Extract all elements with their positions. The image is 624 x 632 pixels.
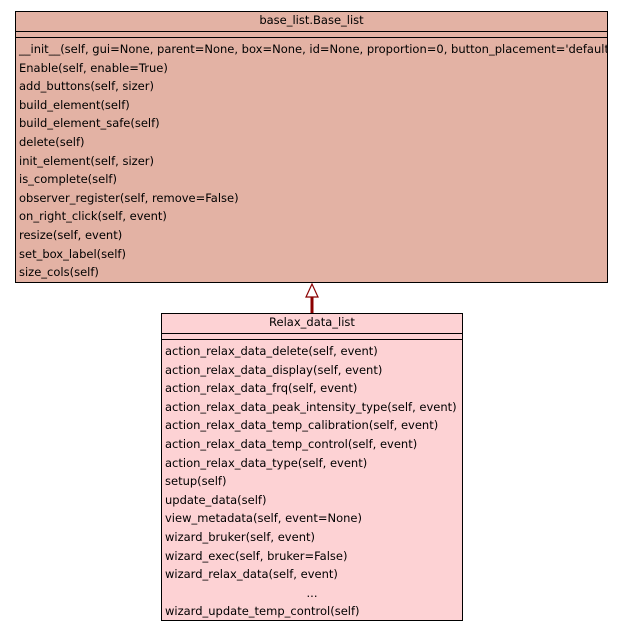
method-item: action_relax_data_frq(self, event)	[165, 381, 358, 396]
method-item: build_element_safe(self)	[19, 116, 160, 131]
method-item: resize(self, event)	[19, 227, 123, 242]
method-item: action_relax_data_delete(self, event)	[165, 344, 378, 358]
method-item: Enable(self, enable=True)	[19, 60, 168, 75]
inheritance-arrowhead	[305, 282, 319, 298]
method-item: wizard_relax_data(self, event)	[165, 567, 338, 582]
method-item: add_buttons(self, sizer)	[19, 79, 154, 94]
method-item: wizard_bruker(self, event)	[165, 529, 315, 544]
base-class-attributes	[16, 32, 607, 38]
method-item: action_relax_data_type(self, event)	[165, 455, 368, 470]
relax-data-list-class-box: Relax_data_list action_relax_data_delete…	[161, 313, 463, 621]
method-item: on_right_click(self, event)	[19, 209, 167, 224]
method-item: setup(self)	[165, 474, 227, 489]
derived-class-methods: action_relax_data_delete(self, event) act…	[162, 340, 462, 621]
method-item: wizard_exec(self, bruker=False)	[165, 548, 348, 563]
method-item: observer_register(self, remove=False)	[19, 190, 239, 205]
method-item: size_cols(self)	[19, 265, 99, 280]
method-item: action_relax_data_display(self, event)	[165, 362, 383, 377]
derived-class-attributes	[162, 334, 462, 340]
method-item: wizard_update_temp_control(self)	[165, 604, 360, 619]
method-item: set_box_label(self)	[19, 246, 126, 261]
method-item: __init__(self, gui=None, parent=None, bo…	[19, 42, 607, 56]
base-list-class-box: base_list.Base_list __init__(self, gui=N…	[15, 11, 608, 283]
base-class-name: base_list.Base_list	[16, 12, 607, 32]
derived-class-name: Relax_data_list	[162, 314, 462, 334]
method-item: build_element(self)	[19, 97, 130, 112]
method-item: is_complete(self)	[19, 172, 117, 187]
method-item: action_relax_data_temp_calibration(self,…	[165, 418, 439, 433]
method-item: view_metadata(self, event=None)	[165, 511, 362, 526]
method-item: init_element(self, sizer)	[19, 153, 154, 168]
method-item: update_data(self)	[165, 492, 267, 507]
method-item: action_relax_data_peak_intensity_type(se…	[165, 399, 457, 414]
method-item: action_relax_data_temp_control(self, eve…	[165, 436, 418, 451]
method-ellipsis: ...	[306, 585, 318, 600]
base-class-methods: __init__(self, gui=None, parent=None, bo…	[16, 38, 607, 282]
method-item: delete(self)	[19, 134, 85, 149]
